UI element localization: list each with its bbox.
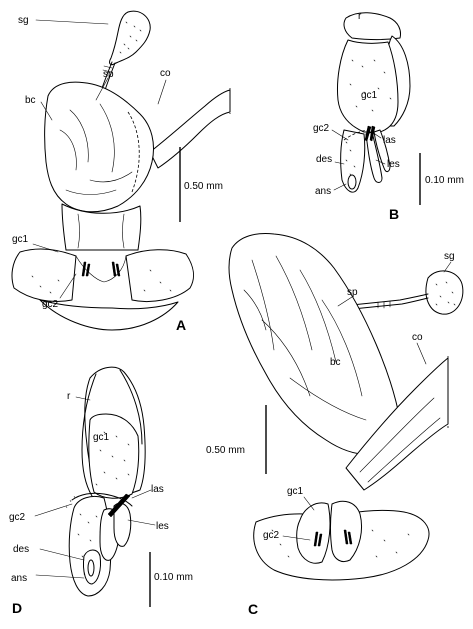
label-c-co: co (412, 332, 423, 343)
label-c-gc2: gc2 (263, 530, 280, 541)
panel-d-drawing (65, 366, 146, 597)
label-c-sg: sg (444, 251, 455, 262)
label-d-les: les (156, 521, 169, 532)
label-b-gc1: gc1 (361, 90, 378, 101)
label-c-gc1: gc1 (287, 486, 304, 497)
label-c-bc: bc (330, 357, 341, 368)
label-a-sg: sg (18, 15, 29, 26)
panel-letter-b: B (389, 206, 399, 222)
panel-a-drawing (11, 10, 231, 331)
label-a-gc2: gc2 (42, 299, 59, 310)
panel-letter-d: D (12, 600, 22, 616)
label-d-des: des (13, 544, 29, 555)
label-d-las: las (151, 484, 164, 495)
label-a-gc1: gc1 (12, 234, 29, 245)
label-b-las: las (383, 135, 396, 146)
panel-b-drawing (337, 12, 411, 193)
label-b-r: r (358, 11, 362, 22)
label-a-sp: sp (103, 69, 114, 80)
label-b-des: des (316, 154, 332, 165)
panel-letter-a: A (176, 317, 186, 333)
panel-letter-c: C (248, 601, 258, 617)
label-b-gc2: gc2 (313, 123, 330, 134)
panel-b: 0.10 mm r gc1 gc2 las des les ans B (313, 11, 464, 222)
scale-label-b: 0.10 mm (425, 175, 464, 186)
label-d-gc1: gc1 (93, 432, 110, 443)
label-a-co: co (160, 68, 171, 79)
label-d-gc2: gc2 (9, 512, 26, 523)
label-b-les: les (387, 159, 400, 170)
panel-c-drawing (228, 233, 464, 581)
label-b-ans: ans (315, 186, 331, 197)
label-c-sp: sp (347, 287, 358, 298)
label-d-r: r (67, 391, 71, 402)
panel-c: 0.50 mm sp sg bc co gc1 gc2 C (206, 233, 464, 617)
label-d-ans: ans (11, 573, 27, 584)
scale-label-a: 0.50 mm (184, 181, 223, 192)
panel-a: 0.50 mm sg sp co bc gc1 gc2 A (11, 10, 231, 333)
scale-label-d: 0.10 mm (154, 572, 193, 583)
scale-label-c: 0.50 mm (206, 445, 245, 456)
panel-d: 0.10 mm r gc1 las gc2 les des ans D (9, 366, 193, 616)
label-a-bc: bc (25, 95, 36, 106)
